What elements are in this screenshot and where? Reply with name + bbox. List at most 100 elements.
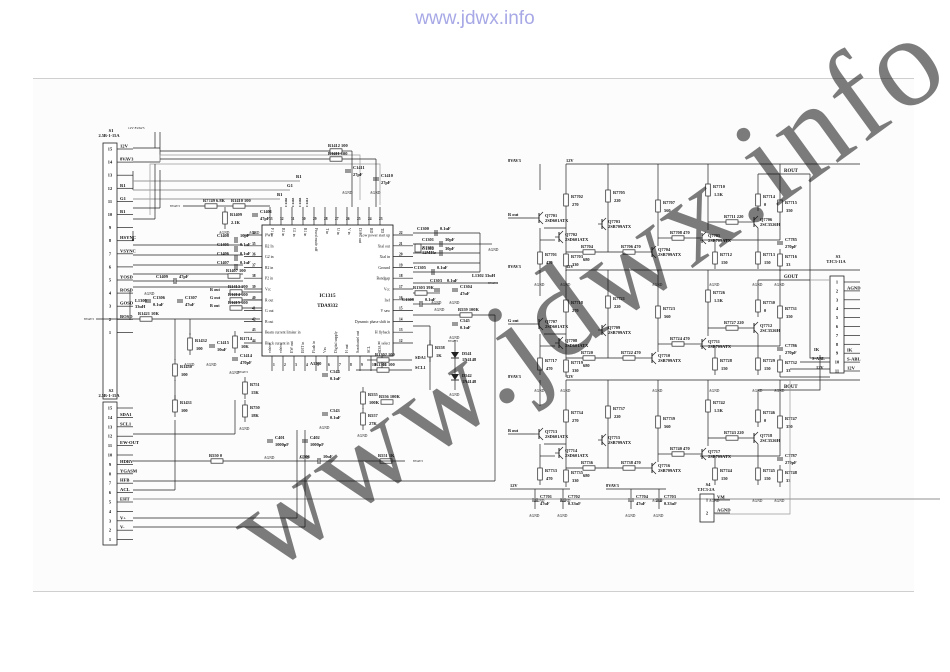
ic-pin-num: 35 — [252, 242, 256, 246]
resistor-R7728 — [712, 357, 718, 371]
capacitor-value: 0.1uF — [440, 226, 451, 231]
resistor-value: 27K — [369, 421, 377, 426]
junction-dot — [131, 238, 135, 242]
resistor-value: 15K — [251, 390, 259, 395]
capacitor-value: 270pF — [785, 460, 797, 465]
s2-pin-num: 6 — [109, 490, 112, 495]
net-8vav3: 8VAV3 — [508, 158, 522, 163]
transistor-ref: Q7718 — [760, 433, 773, 438]
resistor-value: 330 — [572, 262, 579, 267]
ic-pin-num: 19 — [399, 263, 403, 267]
wire — [810, 355, 821, 391]
agnd-label: AGND — [431, 301, 442, 305]
transistor-collector — [701, 231, 707, 237]
net-8vav3: 8VAV3 — [413, 459, 423, 463]
channel-output: BOUT — [784, 385, 798, 390]
transistor-ref: Q7714 — [565, 448, 578, 453]
resistor-R7746 — [755, 409, 761, 423]
small-cap: C1402 — [284, 197, 288, 207]
resistor-R1432 — [187, 337, 193, 351]
s3-pin-num: 4 — [836, 306, 839, 311]
ic-pin-num: 36 — [252, 253, 256, 257]
transistor-part: 2SC3526H — [760, 328, 781, 333]
ic-pin-name: H flyback — [375, 331, 390, 335]
resistor-R7744 — [712, 467, 718, 481]
resistor-value: 150 — [764, 366, 771, 371]
resistor-ref: R7715 — [785, 200, 798, 205]
net-8vav3: 8VAV3 — [448, 339, 458, 343]
s2-pin-label: HFB — [120, 478, 129, 483]
ic-pin-num: 7 — [339, 363, 341, 367]
agnd-label: AGND — [652, 389, 663, 393]
resistor-value: 100 — [196, 346, 203, 351]
resistor-ref: R7712 — [720, 252, 732, 257]
resistor-R1415 — [229, 305, 243, 311]
transistor-collector — [558, 446, 564, 452]
s2-pin-num: 12 — [108, 434, 112, 439]
resistor-R751 — [242, 381, 248, 395]
agnd-label: AGND — [652, 283, 663, 287]
s3-pin-num: 5 — [836, 315, 839, 320]
resistor-R7729 — [755, 357, 761, 371]
transistor-ref: Q7706 — [760, 217, 773, 222]
resistor-ref: R7745 — [763, 468, 776, 473]
resistor-R7706 — [622, 249, 636, 255]
resistor-value: 220 — [614, 198, 621, 203]
transistor-collector — [601, 323, 607, 329]
transistor-emitter — [558, 238, 564, 244]
ic-pin-name: H select — [378, 342, 391, 346]
capacitor-value: 0.1uF — [240, 251, 251, 256]
resistor-ref: R7718 — [571, 300, 584, 305]
transistor-emitter — [558, 454, 564, 460]
transistor-emitter — [538, 325, 544, 331]
ic-pin-num: 33 — [269, 217, 273, 221]
transistor-collector — [601, 217, 607, 223]
agnd-label: AGND — [557, 514, 568, 518]
ic-pin-num: 2 — [284, 363, 286, 367]
resistor-R7745 — [755, 467, 761, 481]
ic-pin-name: Low power start up — [360, 234, 390, 238]
agnd-label: AGND — [249, 231, 260, 235]
s2-pin-label: V+ — [120, 515, 126, 520]
capacitor-value: 0.1uF — [460, 325, 471, 330]
wire — [809, 174, 830, 359]
ic-pin-name: H out — [345, 344, 349, 353]
agnd-label: AGND — [219, 231, 230, 235]
net-8vav3: 8VAV3 — [238, 370, 248, 374]
s2-pin-label: V- — [120, 525, 125, 530]
capacitor-value: 0.1uF — [447, 278, 458, 283]
resistor-R7727 — [725, 325, 739, 331]
net-r1: R1 — [296, 174, 302, 179]
transistor-collector — [651, 351, 657, 357]
transistor-collector — [701, 447, 707, 453]
site-url[interactable]: www.jdwx.info — [415, 8, 535, 29]
resistor-R558 — [427, 344, 433, 358]
s3-pin-num: 8 — [836, 342, 839, 347]
agnd-label: AGND — [370, 191, 381, 195]
transistor-emitter — [651, 469, 657, 475]
resistor-R1301 — [376, 367, 390, 373]
ic-pin-name: B out — [265, 320, 274, 324]
resistor-value: 0 — [764, 418, 767, 423]
transistor-collector — [558, 336, 564, 342]
s2-pin-num: 3 — [109, 518, 112, 523]
capacitor-value: 1000pF — [275, 442, 289, 447]
transistor-ref: Q7702 — [565, 232, 577, 237]
resistor-value: 18K — [251, 413, 259, 418]
resistor-label: R1412 100 — [328, 143, 348, 148]
capacitor-ref: C1303 — [430, 278, 443, 283]
resistor-ref: R7746 — [763, 410, 776, 415]
s1-pin-num: 8 — [109, 238, 112, 243]
resistor-label: R550 0 — [209, 453, 223, 458]
capacitor-ref: C1309 — [402, 297, 415, 302]
resistor-R7731 — [777, 305, 783, 319]
resistor-label: R7704 — [581, 244, 594, 249]
s2-pin-num: 15 — [108, 406, 113, 411]
s2-ref: S2 — [109, 388, 115, 393]
transistor-emitter — [538, 435, 544, 441]
resistor-R7732 — [777, 359, 783, 373]
resistor-R7712 — [712, 251, 718, 265]
resistor-R7738 — [622, 465, 636, 471]
ic-pin-num: 17 — [399, 285, 403, 289]
s1-pin-num: 6 — [109, 264, 112, 269]
